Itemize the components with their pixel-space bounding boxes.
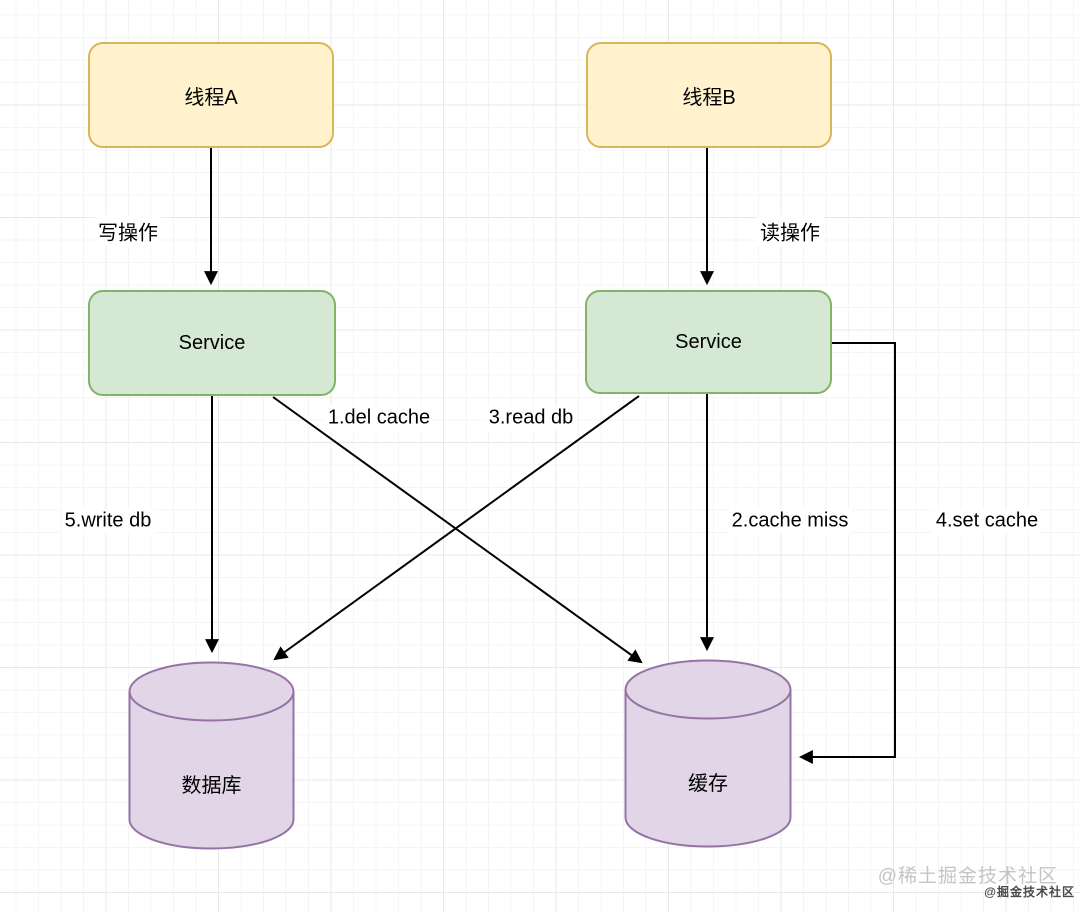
thread-b-label: 线程B [682,86,736,109]
database-label: 数据库 [181,774,242,797]
service-right-node: Service [585,290,832,394]
database-cylinder: 数据库 [128,661,295,850]
edge-del-cache-arrow [272,396,643,664]
cache-cylinder-shape [624,659,792,848]
cache-cylinder: 缓存 [624,659,792,848]
edge-label-write-op: 写操作 [95,215,161,247]
edge-label-read-op: 读操作 [757,215,823,247]
watermark-primary: @稀土掘金技术社区 [877,866,1058,887]
edge-label-set-cache: 4.set cache [932,508,1042,534]
database-cylinder-shape [128,661,295,850]
thread-a-node: 线程A [88,42,334,148]
thread-a-label: 线程A [184,86,238,109]
thread-b-node: 线程B [586,42,832,148]
edge-label-cache-miss: 2.cache miss [728,508,852,534]
edge-label-del-cache: 1.del cache [324,405,434,431]
service-left-node: Service [88,290,336,396]
edge-set-cache-arrow [798,342,896,764]
edge-label-read-db: 3.read db [485,405,577,431]
edge-read-db-arrow [273,395,640,661]
edge-label-write-db: 5.write db [61,508,155,534]
watermark-secondary: @掘金技术社区 [984,885,1075,899]
service-right-label: Service [675,330,742,353]
cache-label: 缓存 [688,772,728,795]
service-left-label: Service [178,331,246,354]
